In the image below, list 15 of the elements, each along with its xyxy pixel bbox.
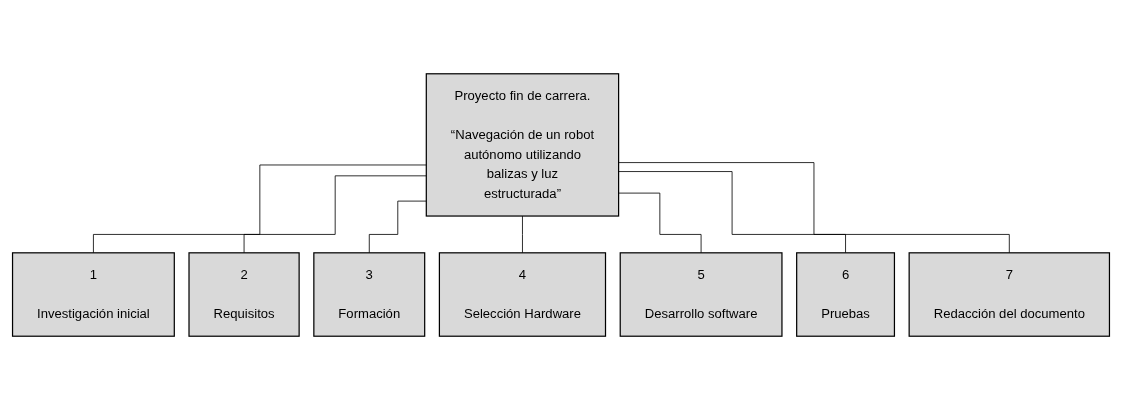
node-box: 1 Investigación inicial <box>11 251 175 337</box>
node-box: 6 Pruebas <box>796 251 896 337</box>
node-box: 3 Formación <box>313 251 426 337</box>
connector <box>243 174 427 253</box>
connector <box>368 200 427 253</box>
node-box: 5 Desarrollo software <box>619 251 783 337</box>
connector <box>618 161 1010 253</box>
node-box: 4 Selección Hardware <box>438 251 607 337</box>
connector <box>93 164 427 253</box>
node-box: 7 Redacción del documento <box>908 251 1111 337</box>
node-box: 2 Requisitos <box>188 251 300 337</box>
connector <box>522 215 523 253</box>
connector <box>618 192 702 253</box>
connector <box>618 170 846 253</box>
node-box: Proyecto fin de carrera. “Navegación de un robot autónomo utilizando balizas y luz estructurada” <box>425 72 620 217</box>
